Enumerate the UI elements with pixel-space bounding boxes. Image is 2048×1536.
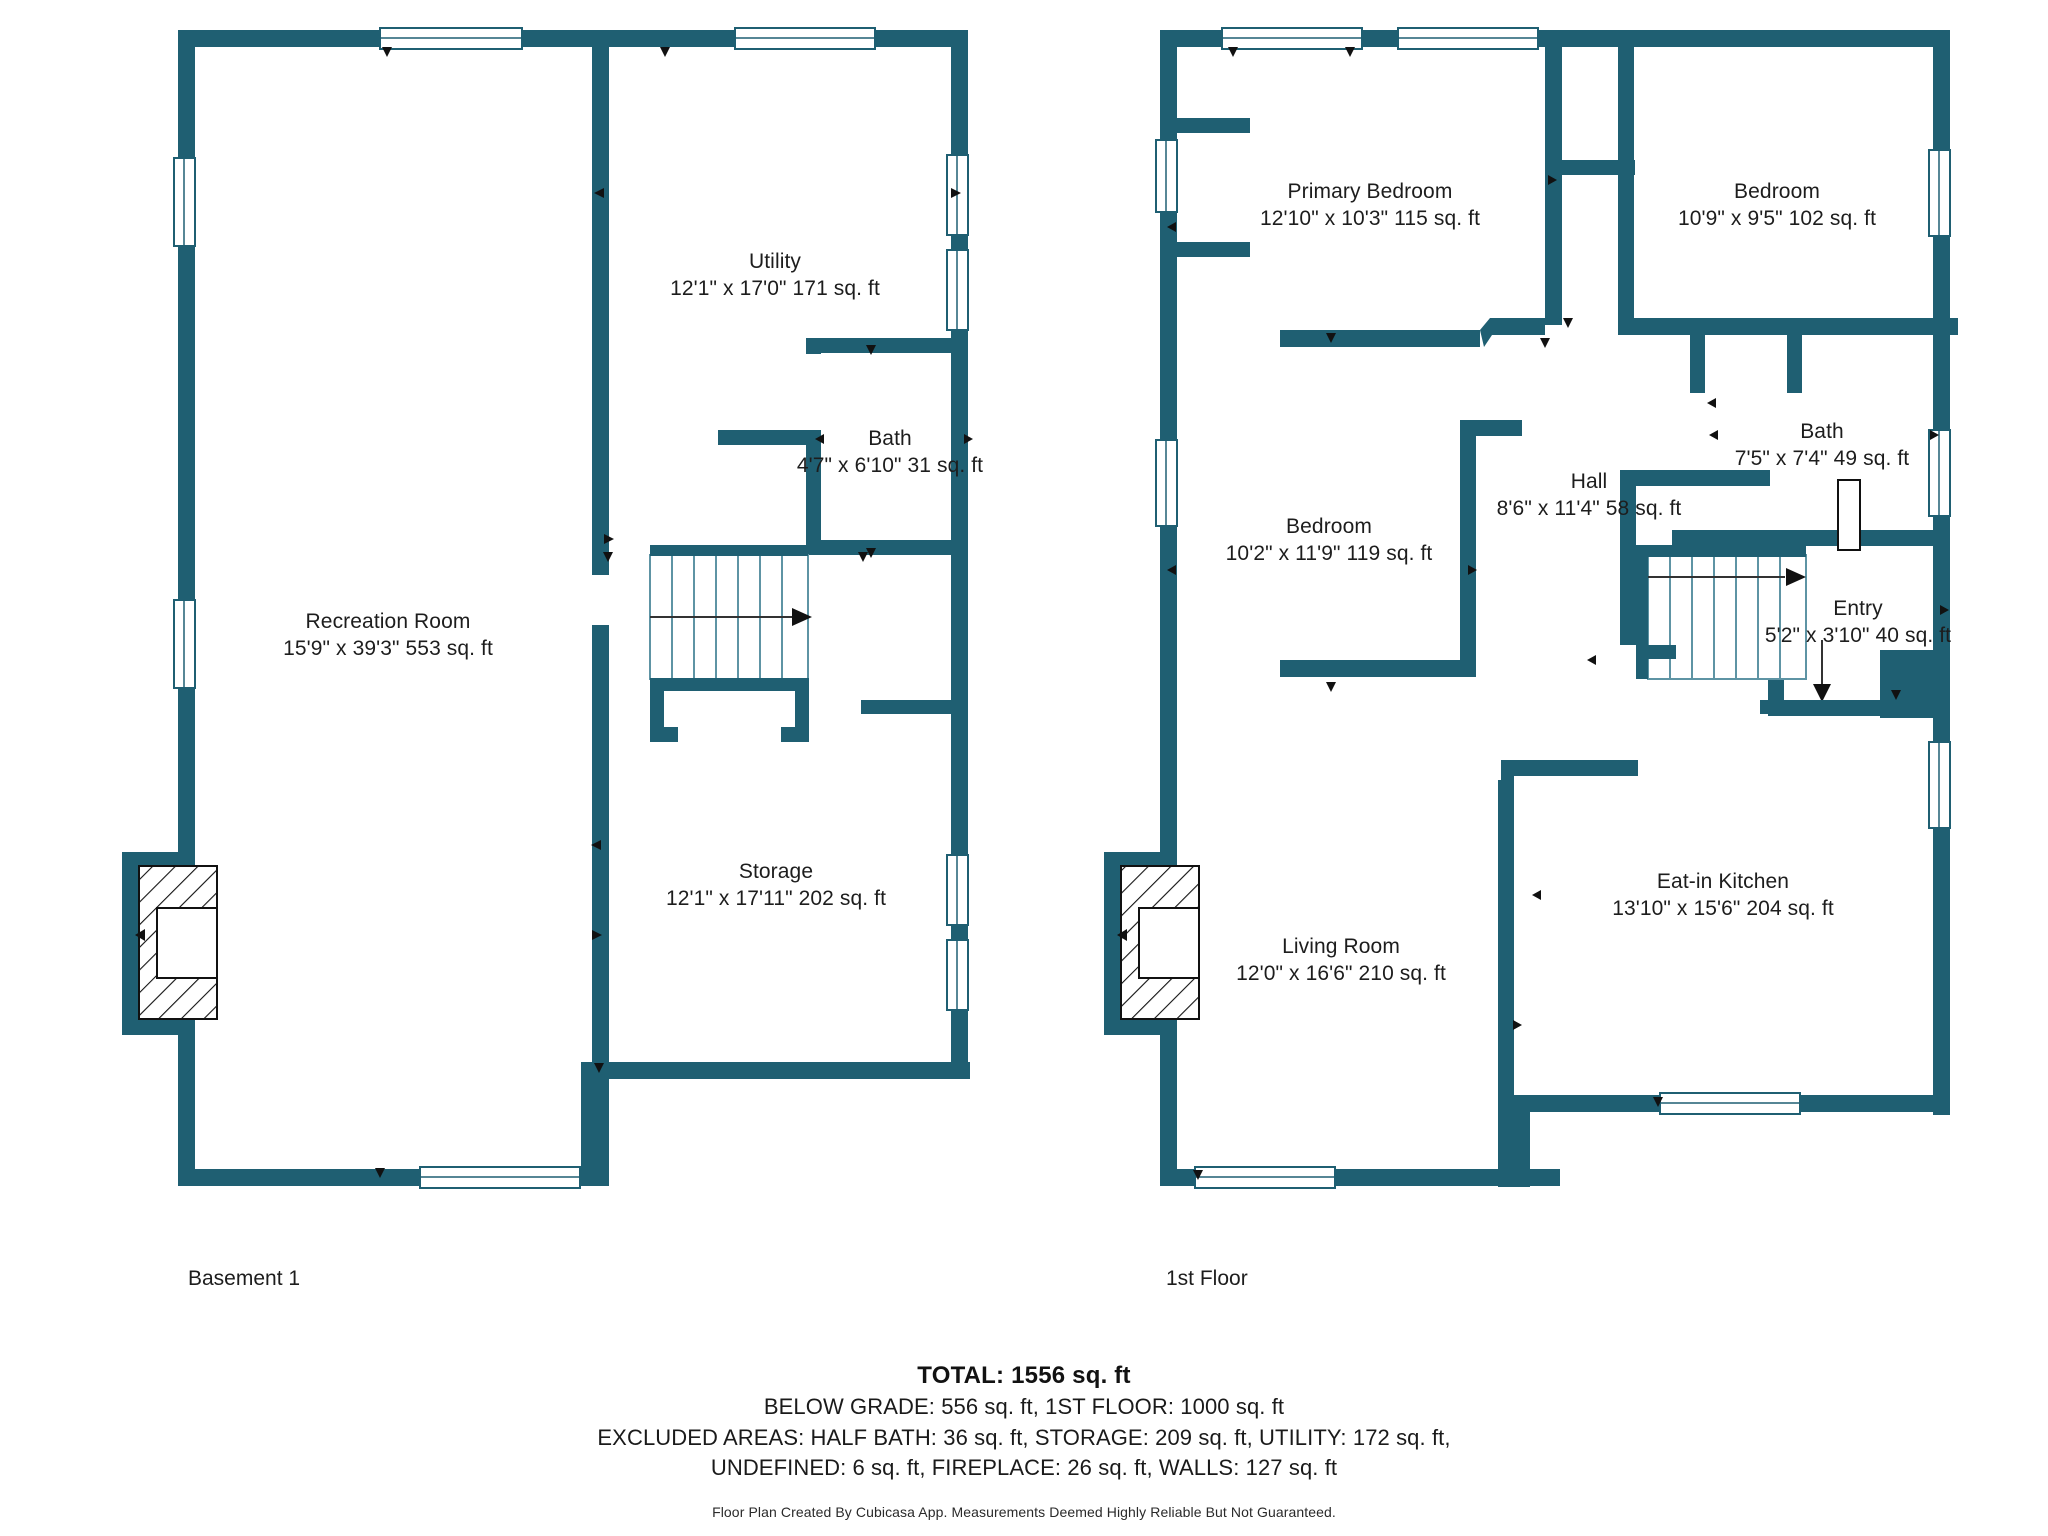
room-name-living-room: Living Room	[1282, 935, 1400, 958]
first-floor-interior-walls	[1280, 30, 1958, 1187]
room-label-utility: Utility 12'1" x 17'0" 171 sq. ft	[670, 248, 880, 303]
room-name-eat-in-kitchen: Eat-in Kitchen	[1656, 870, 1790, 893]
summary-line-3: UNDEFINED: 6 sq. ft, FIREPLACE: 26 sq. f…	[710, 1455, 1338, 1481]
room-name-entry: Entry	[1833, 597, 1883, 620]
basement-opening-markers	[375, 47, 973, 1178]
room-dim-bath-basement: 4'7" x 6'10" 31 sq. ft	[796, 454, 984, 478]
basement-bath-walls	[718, 338, 951, 555]
room-dim-hall: 8'6" x 11'4" 58 sq. ft	[1496, 497, 1682, 521]
first-floor-stairs-arrow	[1648, 568, 1806, 586]
room-label-bedroom-2: Bedroom 10'9" x 9'5" 102 sq. ft	[1678, 178, 1876, 233]
first-floor-opening-markers	[1167, 47, 1949, 1180]
room-name-storage: Storage	[738, 860, 814, 883]
room-dim-storage: 12'1" x 17'11" 202 sq. ft	[665, 887, 887, 911]
room-name-bath-first: Bath	[1800, 420, 1844, 443]
room-name-utility: Utility	[748, 250, 802, 273]
summary-total: TOTAL: 1556 sq. ft	[917, 1362, 1131, 1389]
room-label-storage: Storage 12'1" x 17'11" 202 sq. ft	[666, 858, 886, 913]
room-dim-recreation-room: 15'9" x 39'3" 553 sq. ft	[283, 637, 493, 661]
first-floor-plan	[1104, 27, 1958, 1189]
room-dim-bedroom-1: 10'2" x 11'9" 119 sq. ft	[1225, 542, 1433, 566]
area-summary: TOTAL: 1556 sq. ft BELOW GRADE: 556 sq. …	[0, 1360, 2048, 1520]
first-floor-windows	[1155, 27, 1951, 1189]
room-name-hall: Hall	[1570, 470, 1608, 493]
room-label-entry: Entry 5'2" x 3'10" 40 sq. ft	[1765, 595, 1951, 650]
room-dim-utility: 12'1" x 17'0" 171 sq. ft	[670, 277, 880, 301]
summary-line-1: BELOW GRADE: 556 sq. ft, 1ST FLOOR: 1000…	[763, 1394, 1285, 1420]
room-label-bath-basement: Bath 4'7" x 6'10" 31 sq. ft	[797, 425, 983, 480]
room-label-primary-bedroom: Primary Bedroom 12'10" x 10'3" 115 sq. f…	[1260, 178, 1480, 233]
basement-windows	[173, 27, 969, 1189]
room-label-bath-first: Bath 7'5" x 7'4" 49 sq. ft	[1735, 418, 1909, 473]
bath-fixture	[1837, 479, 1861, 551]
room-name-recreation-room: Recreation Room	[305, 610, 471, 633]
stairs-direction-arrow	[650, 608, 812, 626]
first-floor-fireplace	[1104, 852, 1200, 1035]
basement-interior-walls	[592, 30, 609, 1186]
summary-line-2: EXCLUDED AREAS: HALF BATH: 36 sq. ft, ST…	[597, 1424, 1451, 1450]
room-dim-entry: 5'2" x 3'10" 40 sq. ft	[1764, 624, 1952, 648]
room-name-bath-basement: Bath	[868, 427, 912, 450]
stairs-down-arrow	[1813, 640, 1831, 702]
room-dim-bedroom-2: 10'9" x 9'5" 102 sq. ft	[1677, 207, 1877, 231]
floor-caption-basement: Basement 1	[188, 1267, 301, 1290]
room-name-primary-bedroom: Primary Bedroom	[1287, 180, 1453, 203]
room-label-hall: Hall 8'6" x 11'4" 58 sq. ft	[1497, 468, 1682, 523]
room-dim-living-room: 12'0" x 16'6" 210 sq. ft	[1236, 962, 1446, 986]
floor-caption-first-floor: 1st Floor	[1166, 1267, 1248, 1290]
room-label-eat-in-kitchen: Eat-in Kitchen 13'10" x 15'6" 204 sq. ft	[1612, 868, 1834, 923]
primary-bedroom-closet-walls	[1160, 118, 1250, 257]
summary-credit: Floor Plan Created By Cubicasa App. Meas…	[712, 1504, 1336, 1521]
room-dim-primary-bedroom: 12'10" x 10'3" 115 sq. ft	[1259, 207, 1481, 231]
room-label-bedroom-1: Bedroom 10'2" x 11'9" 119 sq. ft	[1226, 513, 1433, 568]
basement-stairs	[649, 545, 951, 742]
first-floor-stairs	[1636, 545, 1900, 714]
room-label-recreation-room: Recreation Room 15'9" x 39'3" 553 sq. ft	[283, 608, 493, 663]
room-name-bedroom-2: Bedroom	[1734, 180, 1820, 203]
room-dim-eat-in-kitchen: 13'10" x 15'6" 204 sq. ft	[1612, 897, 1834, 921]
room-dim-bath-first: 7'5" x 7'4" 49 sq. ft	[1734, 447, 1910, 471]
basement-plan	[122, 27, 973, 1189]
room-name-bedroom-1: Bedroom	[1286, 515, 1372, 538]
basement-fireplace	[122, 852, 218, 1035]
room-label-living-room: Living Room 12'0" x 16'6" 210 sq. ft	[1236, 933, 1446, 988]
